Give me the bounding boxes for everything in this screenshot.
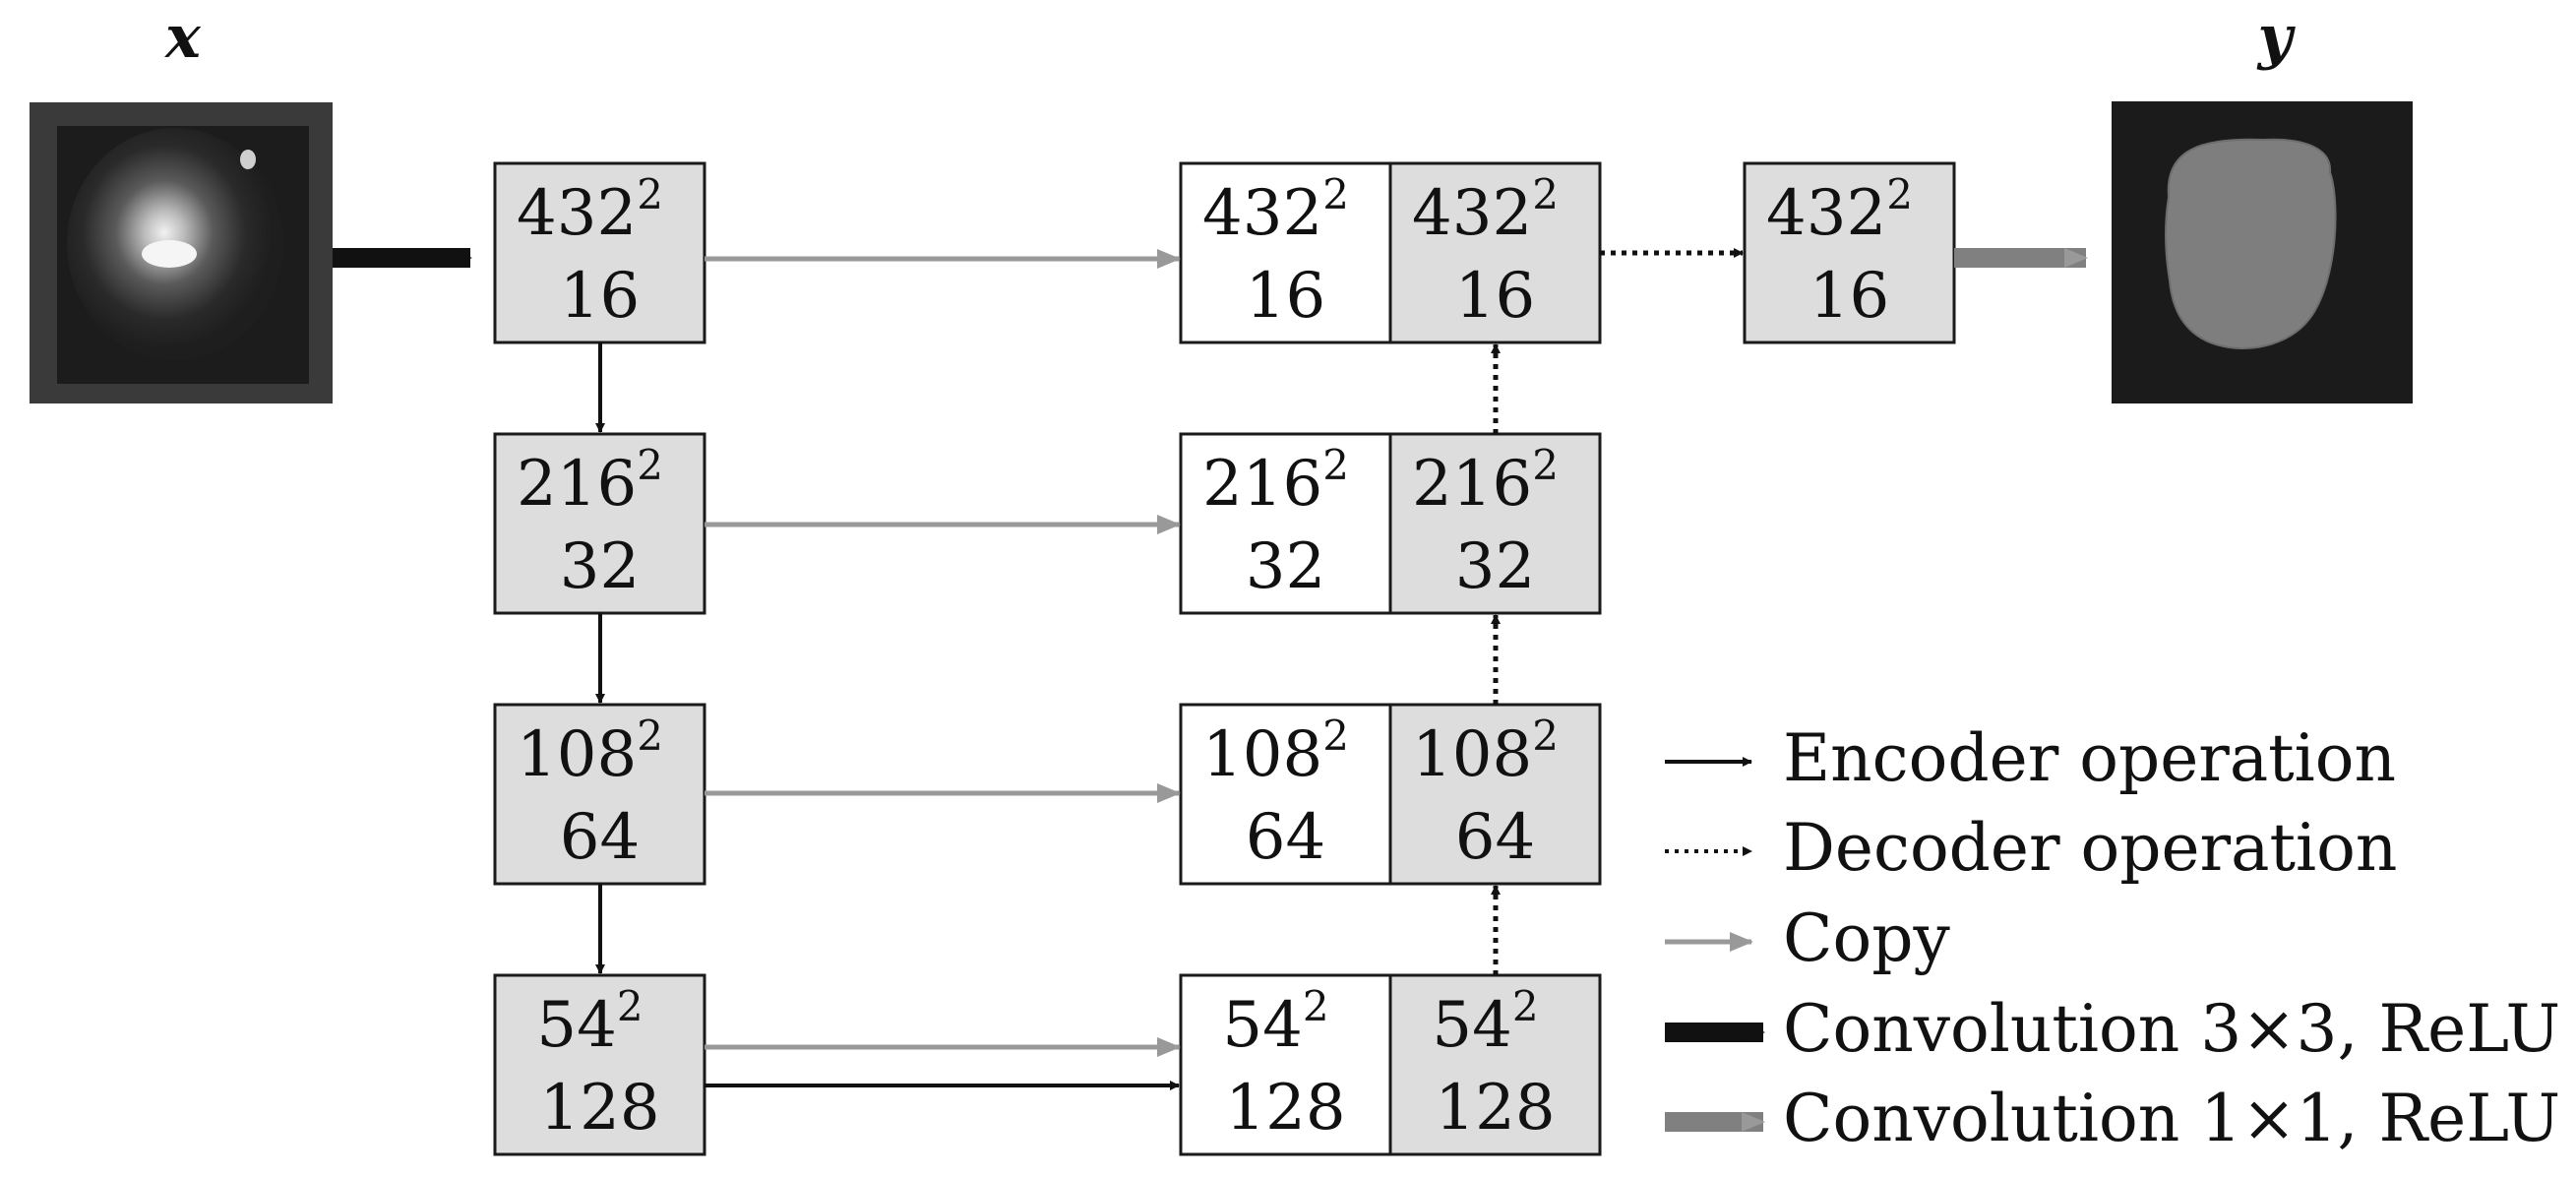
decoder-block-1-channels: 16 xyxy=(1455,260,1535,333)
copy-block-4: 542 128 xyxy=(1179,973,1392,1156)
decoder-block-3: 1082 64 xyxy=(1388,703,1602,886)
copy-block-4-channels: 128 xyxy=(1225,1072,1345,1145)
encoder-block-2: 2162 32 xyxy=(493,432,706,615)
decoder-block-3-resolution-base: 108 xyxy=(1412,718,1532,791)
encoder-block-3-resolution-exponent: 2 xyxy=(637,712,663,760)
decoder-block-4-box xyxy=(1388,973,1602,1156)
copy-block-4-resolution: 542 xyxy=(1222,982,1328,1062)
decoder-block-2-box xyxy=(1388,432,1602,615)
encoder-block-2-channels: 32 xyxy=(560,530,640,603)
input-label: x xyxy=(163,3,202,72)
copy-block-2: 2162 32 xyxy=(1179,432,1392,615)
copy-block-2-channels: 32 xyxy=(1246,530,1325,603)
copy-block-1-channels: 16 xyxy=(1246,260,1325,333)
encoder-block-3: 1082 64 xyxy=(493,703,706,886)
legend-icons xyxy=(1665,757,1765,1132)
encoder-block-4: 542 128 xyxy=(493,973,706,1156)
decoder-block-1: 4322 16 xyxy=(1388,161,1602,344)
decoder-block-4-channels: 128 xyxy=(1435,1072,1555,1145)
output-image xyxy=(2112,101,2413,403)
encoder-block-1-resolution-base: 432 xyxy=(517,177,637,250)
final-block-box xyxy=(1743,161,1956,344)
input-image xyxy=(30,102,333,403)
decoder-block-4: 542 128 xyxy=(1388,973,1602,1156)
copy-block-3-box xyxy=(1179,703,1392,886)
decoder-block-4-resolution-base: 54 xyxy=(1432,989,1511,1062)
decoder-block-4-resolution: 542 xyxy=(1432,982,1538,1062)
decoder-block-1-resolution-base: 432 xyxy=(1412,177,1532,250)
final-block-resolution-exponent: 2 xyxy=(1886,170,1913,218)
encoder-block-3-channels: 64 xyxy=(560,801,640,874)
copy-block-2-resolution-exponent: 2 xyxy=(1322,441,1349,489)
copy-block-4-box xyxy=(1179,973,1392,1156)
decoder-block-3-resolution: 1082 xyxy=(1412,712,1559,791)
copy-block-3-resolution-base: 108 xyxy=(1202,718,1322,791)
encoder-block-1-resolution-exponent: 2 xyxy=(637,170,663,218)
encoder-block-1-box xyxy=(493,161,706,344)
final-block-channels: 16 xyxy=(1809,260,1889,333)
copy-block-3: 1082 64 xyxy=(1179,703,1392,886)
copy-block-3-resolution: 1082 xyxy=(1202,712,1349,791)
final-block-resolution: 4322 xyxy=(1766,170,1913,250)
encoder-block-3-box xyxy=(493,703,706,886)
copy-block-2-resolution: 2162 xyxy=(1202,441,1349,521)
copy-block-1-resolution-exponent: 2 xyxy=(1322,170,1349,218)
decoder-block-1-resolution-exponent: 2 xyxy=(1532,170,1559,218)
encoder-block-4-channels: 128 xyxy=(539,1072,659,1145)
decoder-block-2-resolution: 2162 xyxy=(1412,441,1559,521)
copy-block-1-resolution-base: 432 xyxy=(1202,177,1322,250)
copy-block-1: 4322 16 xyxy=(1179,161,1392,344)
copy-block-2-resolution-base: 216 xyxy=(1202,448,1322,521)
decoder-block-2-resolution-base: 216 xyxy=(1412,448,1532,521)
decoder-block-1-box xyxy=(1388,161,1602,344)
encoder-block-1-channels: 16 xyxy=(560,260,640,333)
encoder-block-4-resolution-exponent: 2 xyxy=(617,982,644,1030)
copy-block-4-resolution-base: 54 xyxy=(1222,989,1302,1062)
copy-block-3-resolution-exponent: 2 xyxy=(1322,712,1349,760)
decoder-block-3-resolution-exponent: 2 xyxy=(1532,712,1559,760)
encoder-block-2-box xyxy=(493,432,706,615)
output-label: y xyxy=(2256,3,2297,72)
decoder-block-3-channels: 64 xyxy=(1455,801,1535,874)
encoder-block-1-resolution: 4322 xyxy=(517,170,663,250)
copy-block-1-resolution: 4322 xyxy=(1202,170,1349,250)
decoder-block-2: 2162 32 xyxy=(1388,432,1602,615)
decoder-block-2-channels: 32 xyxy=(1455,530,1535,603)
decoder-block-1-resolution: 4322 xyxy=(1412,170,1559,250)
encoder-block-3-resolution-base: 108 xyxy=(517,718,637,791)
copy-block-3-channels: 64 xyxy=(1246,801,1325,874)
copy-block-2-box xyxy=(1179,432,1392,615)
encoder-block-1: 4322 16 xyxy=(493,161,706,344)
final-block: 4322 16 xyxy=(1743,161,1956,344)
final-block-resolution-base: 432 xyxy=(1766,177,1886,250)
encoder-block-4-box xyxy=(493,973,706,1156)
encoder-block-2-resolution-base: 216 xyxy=(517,448,637,521)
encoder-block-2-resolution-exponent: 2 xyxy=(637,441,663,489)
legend-label-conv3: Convolution 3×3, ReLU xyxy=(1783,991,2560,1067)
encoder-block-4-resolution: 542 xyxy=(536,982,643,1062)
legend-label-conv1: Convolution 1×1, ReLU xyxy=(1783,1081,2560,1156)
encoder-block-3-resolution: 1082 xyxy=(517,712,663,791)
legend-label-copy: Copy xyxy=(1783,900,1950,976)
legend-label-decoder: Decoder operation xyxy=(1783,810,2397,886)
encoder-block-4-resolution-base: 54 xyxy=(536,989,616,1062)
copy-block-4-resolution-exponent: 2 xyxy=(1303,982,1329,1030)
decoder-block-2-resolution-exponent: 2 xyxy=(1532,441,1559,489)
decoder-block-4-resolution-exponent: 2 xyxy=(1512,982,1539,1030)
encoder-block-2-resolution: 2162 xyxy=(517,441,663,521)
legend-label-encoder: Encoder operation xyxy=(1783,720,2396,796)
